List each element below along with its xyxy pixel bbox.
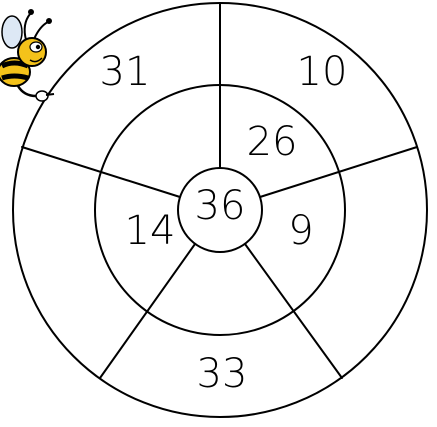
bee-mascot-icon (0, 9, 54, 101)
spoke-bottom-right (245, 244, 342, 378)
inner-right-number: 9 (288, 208, 313, 254)
center-number: 36 (195, 183, 246, 229)
inner-left-number: 14 (125, 208, 176, 254)
inner-top-right-number: 26 (247, 119, 298, 165)
spoke-left (22, 147, 180, 197)
outer-bottom-number: 33 (197, 351, 248, 397)
outer-top-left-number: 31 (100, 49, 151, 95)
outer-top-right-number: 10 (297, 49, 348, 95)
spoke-bottom-left (100, 244, 195, 378)
